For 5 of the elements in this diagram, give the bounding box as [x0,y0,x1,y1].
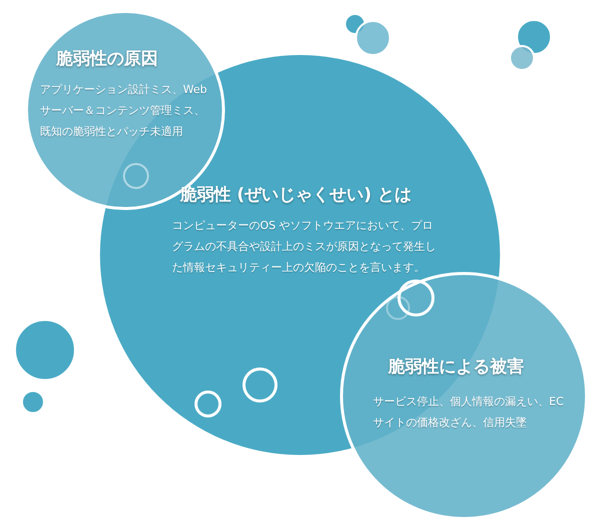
description: サービス停止、個人情報の漏えい、ECサイトの価格改ざん、信用失墜 [373,394,565,431]
description: アプリケーション設計ミス、Webサーバー＆コンテンツ管理ミス、既知の脆弱性とパッチ未適用 [40,82,208,140]
heading: 脆弱性による被害 [388,356,524,378]
description: コンピューターのOS やソフトウエアにおいて、プログラムの不具合や設計上のミスが原因となって発生した情報セキュリティー上の欠陥のことを言います。 [172,218,437,276]
heading: 脆弱性の原因 [56,48,158,70]
